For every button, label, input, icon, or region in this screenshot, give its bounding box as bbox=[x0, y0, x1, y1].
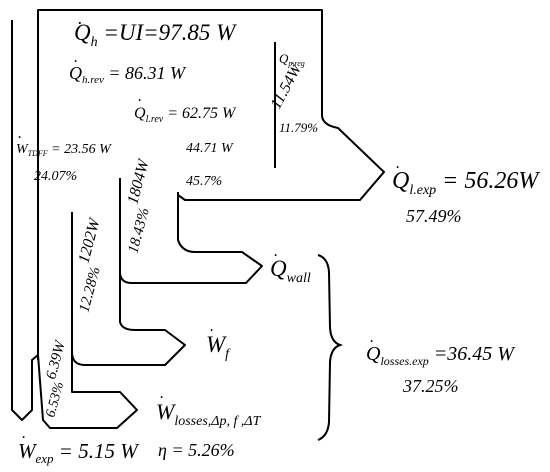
svg-text:.: . bbox=[160, 385, 164, 402]
q-l-exp-label: Ql.exp = 56.26W bbox=[392, 168, 540, 198]
w-losses-label: Wlosses,Δp, f ,ΔT bbox=[156, 399, 262, 429]
w-exp-label: Wexp = 5.15 W bbox=[18, 439, 140, 466]
l-pct: 45.7% bbox=[186, 174, 222, 189]
flow-lines bbox=[11, 9, 385, 429]
q-l-exp-pct: 57.49% bbox=[406, 206, 462, 226]
q-h-rev-label: Qh.rev = 86.31 W bbox=[69, 63, 187, 86]
f-pct: 6.53% bbox=[43, 380, 67, 419]
mid-value: 1804W bbox=[124, 156, 153, 206]
q-h-label: Qh =UI=97.85 W bbox=[74, 20, 237, 50]
q-l-rev-label: Ql.rev = 62.75 W bbox=[134, 105, 237, 125]
derivative-dots: . . . . . . . . . bbox=[18, 49, 400, 442]
reg-pct: 11.79% bbox=[279, 120, 318, 135]
q-wall-label: Qwall bbox=[270, 256, 311, 286]
wall-pct: 12.28% bbox=[76, 265, 103, 314]
svg-text:.: . bbox=[74, 49, 78, 66]
f-value: 6.39W bbox=[43, 338, 69, 381]
eta-label: η = 5.26% bbox=[158, 440, 235, 460]
svg-text:.: . bbox=[274, 243, 278, 260]
mid-pct: 18.43% bbox=[125, 206, 152, 255]
w-tdff-label: WTDFF = 23.56 W bbox=[16, 142, 112, 158]
svg-text:.: . bbox=[18, 125, 22, 142]
q-losses-label: Qlosses.exp =36.45 W bbox=[366, 343, 516, 368]
reg-value: 11.54W bbox=[268, 60, 306, 112]
outer-flow-boundary bbox=[11, 9, 385, 421]
wf-branch bbox=[71, 180, 186, 366]
q-h-dot: . bbox=[78, 8, 83, 28]
svg-text:.: . bbox=[370, 329, 374, 346]
q-losses-pct: 37.25% bbox=[402, 376, 459, 396]
wall-branch bbox=[119, 178, 263, 284]
q-p-reg-label: Qp,reg bbox=[279, 51, 305, 68]
svg-text:.: . bbox=[210, 318, 214, 335]
w-f-label: Wf bbox=[206, 332, 231, 362]
losses-brace bbox=[317, 254, 344, 441]
svg-text:.: . bbox=[138, 88, 142, 105]
wall-value: 1202W bbox=[75, 215, 104, 265]
l-value: 44.71 W bbox=[186, 141, 234, 156]
losses-branch bbox=[37, 220, 138, 429]
svg-text:.: . bbox=[22, 425, 26, 442]
w-tdff-pct: 24.07% bbox=[34, 169, 77, 184]
svg-text:.: . bbox=[396, 155, 400, 172]
